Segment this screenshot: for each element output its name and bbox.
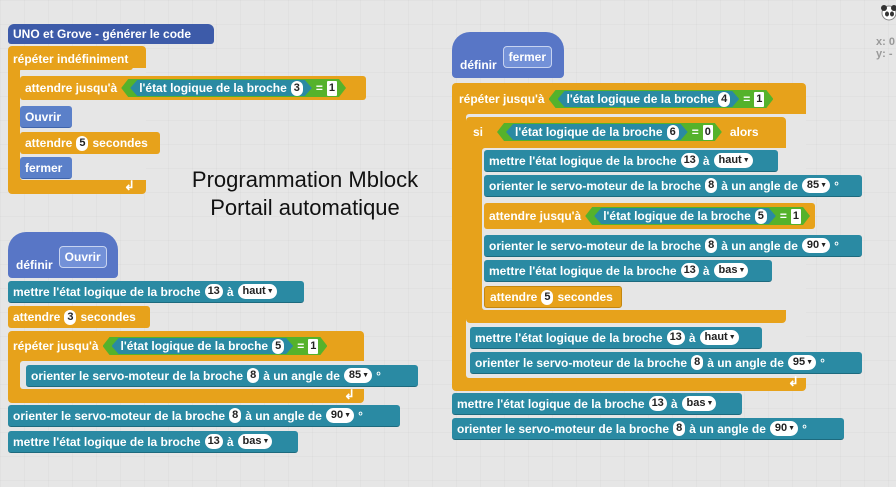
sprite-panda-icon[interactable]	[878, 4, 896, 30]
close-after-set-value-dropdown[interactable]: bas▼	[681, 396, 717, 411]
close-if-set2-pin-input[interactable]: 13	[680, 263, 699, 278]
open-servo1-block[interactable]: orienter le servo-moteur de la broche 8 …	[26, 365, 418, 387]
call-fermer-block[interactable]: fermer	[20, 157, 72, 179]
close-if-servo1-pin-input[interactable]: 8	[705, 178, 718, 193]
close-loop-servo-pin-input[interactable]: 8	[691, 355, 704, 370]
main-wait-until-block[interactable]: attendre jusqu'à l'état logique de la br…	[20, 76, 366, 100]
close-loop-servo-block[interactable]: orienter le servo-moteur de la broche 8 …	[470, 352, 862, 374]
main-wait-input[interactable]: 5	[76, 135, 89, 151]
close-if-wait-block[interactable]: attendre 5 secondes	[484, 286, 622, 308]
close-after-set-pin-input[interactable]: 13	[648, 396, 667, 411]
close-loop-value-input[interactable]: 1	[756, 92, 763, 105]
open-set1-value-dropdown[interactable]: haut▼	[237, 284, 277, 299]
close-if-equals-op: l'état logique de la broche 6 = 0	[497, 123, 722, 141]
close-if-pin-input[interactable]: 6	[667, 125, 679, 140]
open-repeat-until-header: répéter jusqu'à l'état logique de la bro…	[8, 334, 333, 358]
close-loop-servo-angle-dropdown[interactable]: 95▼	[787, 355, 817, 370]
close-loop-pin-state-reporter[interactable]: l'état logique de la broche 4	[558, 91, 740, 107]
define-ouvrir-name: Ouvrir	[58, 246, 107, 268]
close-wait-pin-state-reporter[interactable]: l'état logique de la broche 5	[594, 208, 776, 224]
open-set-pin-haut-block[interactable]: mettre l'état logique de la broche 13 à …	[8, 281, 304, 303]
open-servo2-pin-input[interactable]: 8	[229, 408, 242, 423]
close-if-set2-value-dropdown[interactable]: bas▼	[713, 263, 749, 278]
close-loop-set-haut-block[interactable]: mettre l'état logique de la broche 13 à …	[470, 327, 762, 349]
close-loop-set-value-dropdown[interactable]: haut▼	[699, 330, 739, 345]
define-fermer-name: fermer	[502, 46, 553, 68]
caption: Programmation Mblock Portail automatique	[172, 166, 438, 222]
close-after-servo-pin-input[interactable]: 8	[673, 421, 686, 436]
close-loop-pin-input[interactable]: 4	[718, 92, 730, 107]
open-loop-arrow-icon: ↲	[344, 387, 355, 402]
open-set1-pin-input[interactable]: 13	[204, 284, 223, 299]
close-if-servo2-block[interactable]: orienter le servo-moteur de la broche 8 …	[484, 235, 862, 257]
close-loop-arrow-icon: ↲	[788, 374, 799, 389]
loop-arrow-icon: ↲	[124, 178, 135, 193]
close-if-servo1-angle-dropdown[interactable]: 85▼	[801, 178, 831, 193]
close-wait-equals-op: l'état logique de la broche 5 = 1	[585, 207, 810, 225]
close-repeat-until-header: répéter jusqu'à l'état logique de la bro…	[454, 87, 779, 111]
call-ouvrir-block[interactable]: Ouvrir	[20, 106, 72, 128]
close-if-servo1-block[interactable]: orienter le servo-moteur de la broche 8 …	[484, 175, 862, 197]
close-if-servo2-pin-input[interactable]: 8	[705, 238, 718, 253]
close-if-pin-state-reporter[interactable]: l'état logique de la broche 6	[506, 124, 688, 140]
close-if-set1-value-dropdown[interactable]: haut▼	[713, 153, 753, 168]
close-set-bas-block[interactable]: mettre l'état logique de la broche 13 à …	[452, 393, 742, 415]
close-wait-pin-input[interactable]: 5	[755, 209, 767, 224]
close-if-servo2-angle-dropdown[interactable]: 90▼	[801, 238, 831, 253]
open-servo1-pin-input[interactable]: 8	[247, 368, 260, 383]
open-wait-input[interactable]: 3	[64, 309, 77, 325]
caption-line2: Portail automatique	[210, 195, 400, 220]
caption-line1: Programmation Mblock	[191, 167, 419, 192]
define-fermer-hat[interactable]: définir fermer	[452, 32, 564, 78]
close-if-value-input[interactable]: 0	[704, 125, 711, 138]
main-cond-pin-input[interactable]: 3	[291, 81, 303, 96]
open-cond-pin-input[interactable]: 5	[272, 339, 284, 354]
forever-label-block: répéter indéfiniment	[8, 48, 134, 70]
close-after-servo-angle-dropdown[interactable]: 90▼	[769, 421, 799, 436]
open-set2-value-dropdown[interactable]: bas▼	[237, 434, 273, 449]
close-if-wait-until-block[interactable]: attendre jusqu'à l'état logique de la br…	[484, 203, 816, 229]
close-loop-equals-op: l'état logique de la broche 4 = 1	[549, 90, 774, 108]
close-servo-block[interactable]: orienter le servo-moteur de la broche 8 …	[452, 418, 844, 440]
main-hat-label: UNO et Grove - générer le code	[13, 27, 192, 41]
open-cond-value-input[interactable]: 1	[310, 339, 317, 352]
open-set-pin-bas-block[interactable]: mettre l'état logique de la broche 13 à …	[8, 431, 298, 453]
main-cond-value-input[interactable]: 1	[328, 81, 336, 94]
open-set2-pin-input[interactable]: 13	[204, 434, 223, 449]
close-loop-set-pin-input[interactable]: 13	[666, 330, 685, 345]
open-servo2-block[interactable]: orienter le servo-moteur de la broche 8 …	[8, 405, 400, 427]
open-servo1-angle-dropdown[interactable]: 85▼	[343, 368, 373, 383]
close-if-set-haut-block[interactable]: mettre l'état logique de la broche 13 à …	[484, 150, 778, 172]
open-wait-block[interactable]: attendre 3 secondes	[8, 306, 150, 328]
main-wait-block[interactable]: attendre 5 secondes	[20, 132, 160, 154]
open-equals-op: l'état logique de la broche 5 = 1	[103, 337, 328, 355]
main-pin-state-reporter[interactable]: l'état logique de la broche 3	[130, 80, 312, 96]
close-if-wait-input[interactable]: 5	[541, 289, 554, 305]
main-equals-op: l'état logique de la broche 3 = 1	[121, 79, 346, 97]
close-if-header: si l'état logique de la broche 6 = 0 alo…	[468, 120, 764, 144]
main-hat-block[interactable]: UNO et Grove - générer le code	[8, 24, 214, 44]
close-if-set-bas-block[interactable]: mettre l'état logique de la broche 13 à …	[484, 260, 772, 282]
close-wait-value-input[interactable]: 1	[792, 209, 800, 222]
define-ouvrir-hat[interactable]: définir Ouvrir	[8, 232, 118, 278]
open-pin-state-reporter[interactable]: l'état logique de la broche 5	[112, 338, 294, 354]
close-if-set1-pin-input[interactable]: 13	[680, 153, 699, 168]
open-servo2-angle-dropdown[interactable]: 90▼	[325, 408, 355, 423]
